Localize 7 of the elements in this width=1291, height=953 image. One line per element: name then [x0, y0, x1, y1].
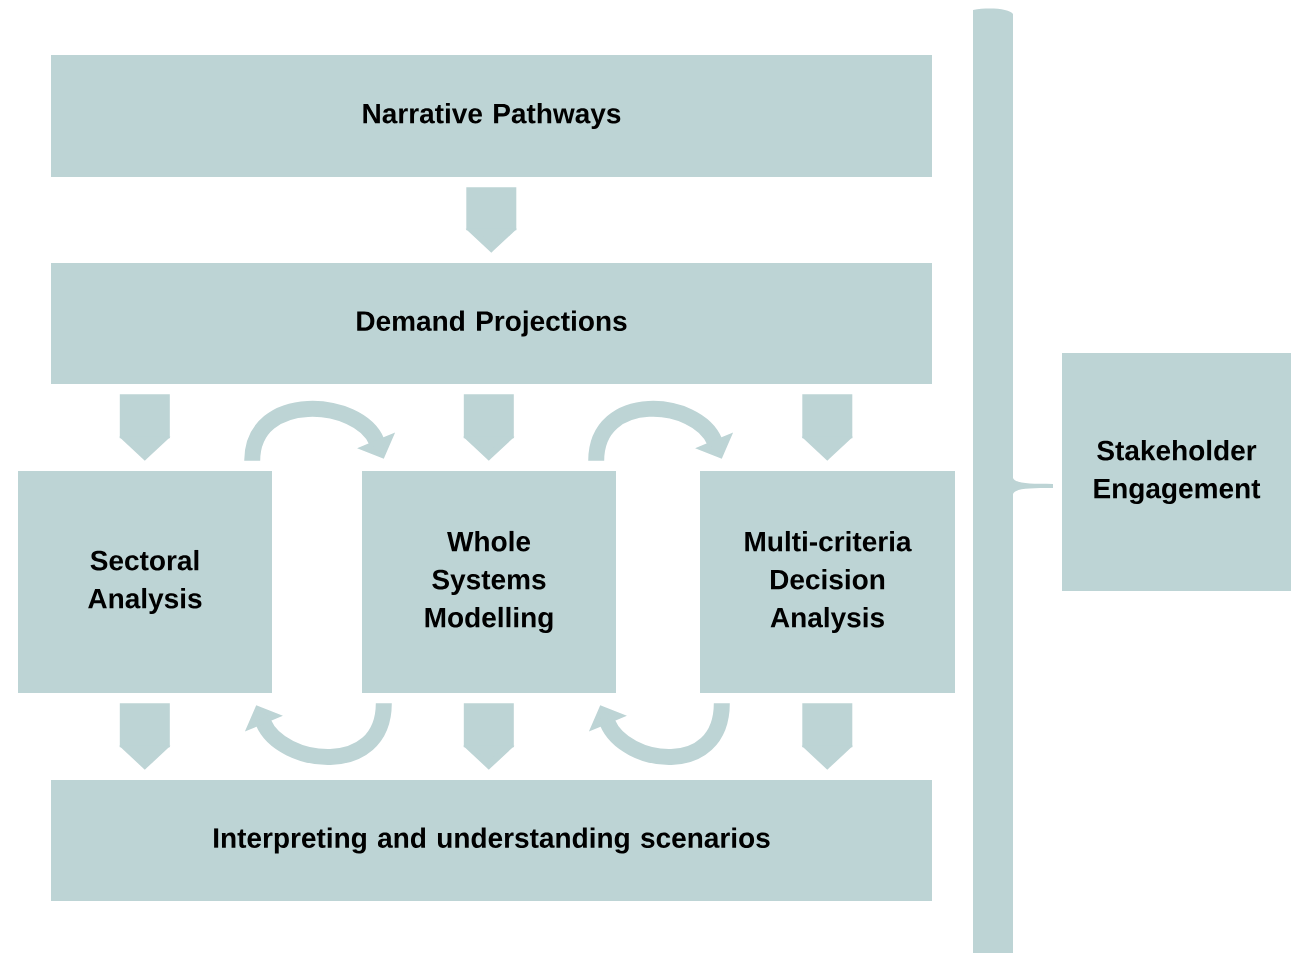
process-box: Sectoral Analysis [18, 471, 272, 693]
process-box: Narrative Pathways [51, 55, 932, 177]
process-box: Stakeholder Engagement [1062, 353, 1291, 591]
process-box: Multi-criteria Decision Analysis [700, 471, 955, 693]
process-box: Whole Systems Modelling [362, 471, 616, 693]
process-box: Interpreting and understanding scenarios [51, 780, 932, 901]
process-box: Demand Projections [51, 263, 932, 384]
